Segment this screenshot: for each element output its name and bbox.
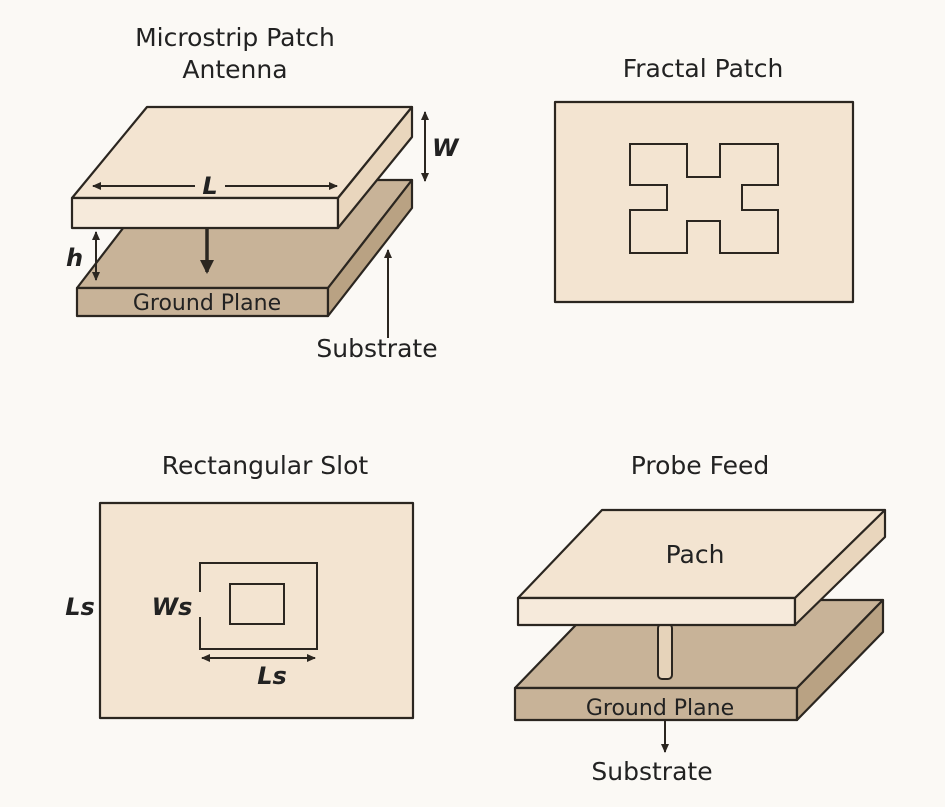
microstrip-title-line2: Antenna: [182, 55, 287, 84]
slot-panel: Rectangular Slot Ls Ls Ws: [65, 451, 415, 720]
fractal-panel: Fractal Patch: [553, 54, 855, 304]
fractal-patch-shape: [629, 143, 779, 254]
ground-plane-label: Ground Plane: [133, 291, 281, 316]
slot-substrate: [98, 501, 415, 720]
slot-outline: [199, 562, 318, 650]
microstrip-title-line1: Microstrip Patch: [135, 23, 335, 52]
inner-slot: [229, 583, 285, 625]
fractal-substrate: [553, 100, 855, 304]
label-ws: Ws: [152, 593, 193, 621]
probe-patch-slab: [516, 508, 887, 627]
substrate-label: Substrate: [316, 334, 437, 363]
slot-title: Rectangular Slot: [162, 451, 369, 480]
probe-panel: Probe Feed Pach Ground Plane Substrate: [513, 451, 887, 786]
label-ls-left: Ls: [65, 593, 95, 621]
patch-label: Pach: [666, 540, 725, 569]
patch-slab: [70, 105, 414, 230]
probe-ground-plane-label: Ground Plane: [586, 696, 734, 721]
probe-substrate-label: Substrate: [591, 757, 712, 786]
probe-pin: [657, 623, 673, 680]
label-ls-bottom: Ls: [257, 662, 287, 690]
fractal-title: Fractal Patch: [623, 54, 784, 83]
label-l: L: [202, 172, 217, 200]
microstrip-panel: Microstrip Patch Antenna W L h Ground Pl…: [66, 23, 460, 363]
label-h: h: [66, 244, 83, 272]
label-w: W: [432, 134, 460, 162]
probe-title: Probe Feed: [631, 451, 770, 480]
